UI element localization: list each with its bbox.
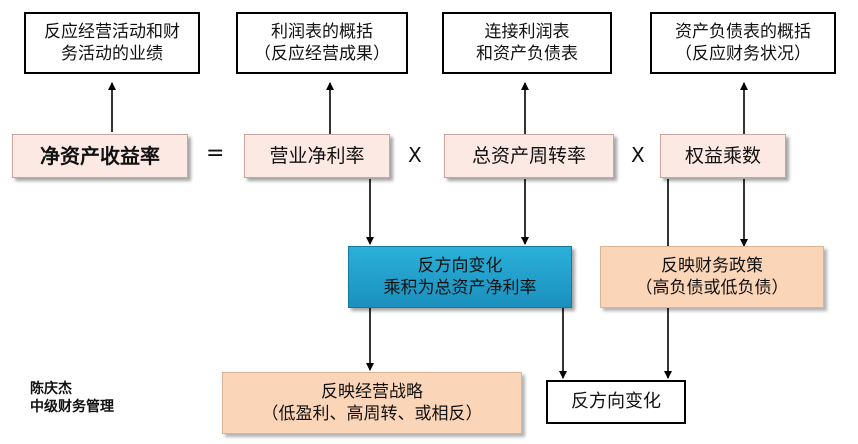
financial-policy-line2: （高负债或低负债） <box>635 278 789 298</box>
roe-label: 净资产收益率 <box>40 144 160 168</box>
financial-policy-box: 反映财务政策 （高负债或低负债） <box>600 246 824 308</box>
top-box-balance-line2: （反应财务状况） <box>675 44 811 64</box>
business-strategy-line1: 反映经营战略 <box>321 381 423 402</box>
roe-box: 净资产收益率 <box>12 134 188 178</box>
top-box-income-line1: 利润表的概括 <box>271 21 373 42</box>
top-box-income-statement: 利润表的概括 （反应经营成果） <box>236 12 408 74</box>
asset-turnover-box: 总资产周转率 <box>444 134 614 178</box>
equals-sign: = <box>206 141 225 166</box>
top-box-link-line1: 连接利润表 <box>484 21 570 42</box>
business-strategy-line2: （低盈利、高周转、或相反） <box>261 404 483 424</box>
inverse-change-box: 反方向变化 <box>546 380 686 424</box>
author-block: 陈庆杰 中级财务管理 <box>30 380 114 416</box>
equity-multiplier-box: 权益乘数 <box>660 134 786 178</box>
asset-turnover-label: 总资产周转率 <box>471 144 586 167</box>
top-box-performance-line1: 反应经营活动和财 <box>44 21 180 42</box>
inverse-change-label: 反方向变化 <box>571 391 661 413</box>
equity-multiplier-label: 权益乘数 <box>684 144 761 167</box>
course-name: 中级财务管理 <box>30 399 114 416</box>
net-margin-label: 营业净利率 <box>269 144 365 167</box>
financial-policy-line1: 反映财务政策 <box>661 255 763 276</box>
top-box-balance-sheet: 资产负债表的概括 （反应财务状况） <box>650 12 836 74</box>
top-box-performance: 反应经营活动和财 务活动的业绩 <box>24 12 200 74</box>
business-strategy-box: 反映经营战略 （低盈利、高周转、或相反） <box>222 372 522 434</box>
author-name: 陈庆杰 <box>30 381 72 397</box>
top-box-balance-line1: 资产负债表的概括 <box>675 21 811 42</box>
net-margin-box: 营业净利率 <box>244 134 390 178</box>
top-box-link-line2: 和资产负债表 <box>476 44 578 64</box>
inverse-product-box: 反方向变化 乘积为总资产净利率 <box>348 246 572 308</box>
inverse-product-line2: 乘积为总资产净利率 <box>383 278 537 298</box>
top-box-performance-line2: 务活动的业绩 <box>61 44 163 64</box>
times-sign-1: X <box>408 143 422 167</box>
inverse-product-line1: 反方向变化 <box>417 255 503 276</box>
top-box-link: 连接利润表 和资产负债表 <box>442 12 612 74</box>
top-box-income-line2: （反应经营成果） <box>254 44 390 64</box>
times-sign-2: X <box>631 143 645 167</box>
